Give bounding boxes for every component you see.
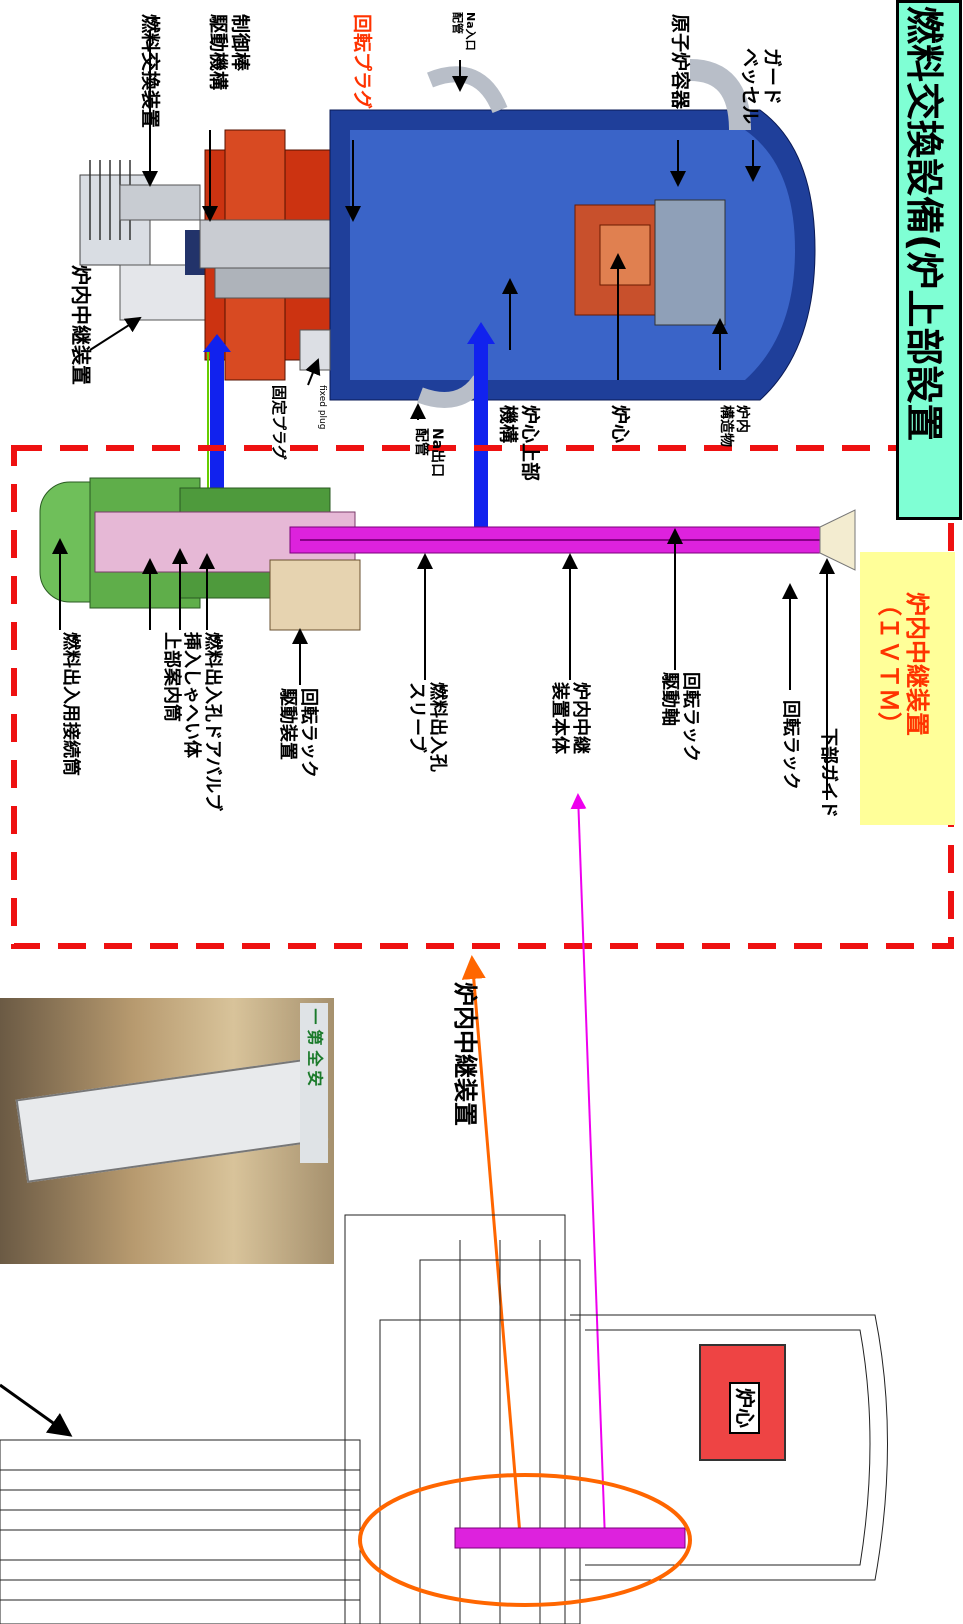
- left-caption: 炉内中継装置: [451, 982, 479, 1126]
- title-box: [896, 0, 962, 520]
- ivtm-dashed-frame: [11, 445, 954, 949]
- label-core: 炉心: [609, 405, 631, 444]
- label-rotating-rack-drive-device: 回転ラック 駆動装置: [277, 688, 319, 778]
- label-control-rod-drive: 制御棒 駆動機構: [206, 14, 251, 91]
- label-lower-guide: 下部ガイド: [818, 728, 839, 818]
- label-line: 回転ラック: [680, 672, 701, 762]
- label-rack-drive-shaft: 回転ラック 駆動軸: [659, 672, 701, 762]
- label-line: 燃料出入孔: [427, 682, 448, 772]
- photo-machine-shape: [15, 1057, 329, 1183]
- label-ivtm-top: 炉内中継装置: [69, 265, 93, 385]
- blue-up-arrows: [203, 322, 495, 532]
- label-na-inlet: Na入口 配管: [451, 12, 477, 51]
- label-line: 炉内中継: [570, 682, 591, 754]
- ivtm-label-box: [860, 552, 955, 825]
- drawing-ivtm-highlight-ellipse: [358, 1473, 692, 1607]
- facility-photo: 一 第 全 安: [0, 998, 334, 1264]
- ivtm-label: 炉内中継装置 （ＩＶＴＭ）: [875, 592, 931, 736]
- label-ivtm-body: 炉内中継 装置本体: [549, 682, 591, 754]
- label-fixed-plug-en: fixed plug: [317, 385, 327, 430]
- label-line: 配管: [412, 428, 429, 456]
- label-fuel-connection-tube: 燃料出入用接続筒: [60, 632, 81, 776]
- label-line: Na出口: [429, 428, 445, 478]
- leader-lines-ivtm: [52, 528, 835, 800]
- label-fuel-sleeve: 燃料出入孔 スリーブ: [406, 682, 448, 772]
- photo-sign-board: [300, 1003, 328, 1163]
- label-rotating-plug: 回転プラグ: [351, 14, 373, 110]
- ivtm-label-line2: （ＩＶＴＭ）: [875, 592, 904, 736]
- label-line: 上部案内筒: [160, 632, 182, 722]
- label-line: Na入口: [464, 12, 477, 51]
- drawing-pointer-arrow: [0, 1383, 73, 1437]
- page-title: 燃料交換設備(炉上部設置: [902, 6, 946, 442]
- label-na-outlet: Na出口 配管: [413, 428, 445, 477]
- label-line: 機構: [497, 405, 520, 444]
- label-fixed-plug: 固定プラグ: [270, 385, 288, 461]
- label-line: 燃料出入孔ドアバルブ: [202, 632, 223, 812]
- label-line: 炉内: [734, 405, 750, 433]
- label-rotating-rack: 回転ラック: [780, 700, 801, 790]
- label-line: ガード: [761, 48, 783, 106]
- label-line: 装置本体: [549, 682, 571, 754]
- label-line: スリーブ: [406, 682, 428, 753]
- drawing-ivtm-bar: [454, 1527, 686, 1549]
- label-line: ベッセル: [739, 48, 762, 125]
- label-line: 回転ラック: [298, 688, 319, 778]
- ivtm-label-line1: 炉内中継装置: [903, 592, 931, 736]
- label-line: 制御棒: [229, 14, 251, 72]
- magenta-pointer-arrow: [570, 793, 606, 1541]
- label-drawing-core: 炉心: [729, 1382, 760, 1434]
- orange-pointer-arrow: [461, 955, 522, 1536]
- label-reactor-vessel: 原子炉容器: [669, 14, 691, 110]
- label-fuel-handling-machine: 燃料交換装置: [139, 14, 161, 129]
- label-door-valve: 燃料出入孔ドアバルブ 挿入しゃへい体 上部案内筒: [160, 632, 223, 812]
- label-upper-core-structure: 炉心上部 機構: [496, 405, 541, 482]
- label-line: 挿入しゃへい体: [181, 632, 203, 758]
- label-line: 配管: [451, 12, 465, 34]
- label-line: 駆動機構: [207, 14, 230, 91]
- label-line: 炉心上部: [519, 405, 541, 482]
- leader-lines-top: [89, 30, 761, 420]
- ivtm-machine-illustration: [39, 477, 856, 631]
- label-line: 駆動軸: [659, 672, 681, 726]
- label-internal-structure: 炉内 構造物: [718, 405, 750, 447]
- label-guard-vessel: ガード ベッセル: [738, 48, 783, 125]
- label-line: 構造物: [717, 405, 734, 447]
- photo-sign-char: 安: [305, 1070, 325, 1087]
- label-line: 駆動装置: [277, 688, 299, 760]
- reactor-cutaway-illustration: [79, 59, 816, 408]
